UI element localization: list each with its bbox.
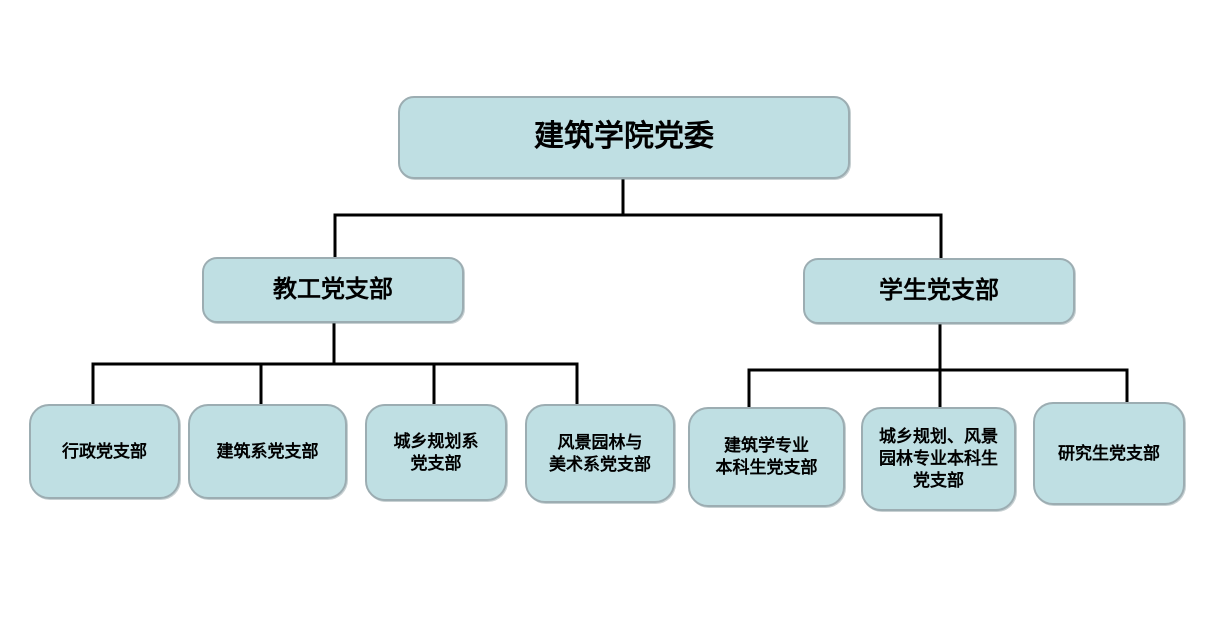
org-node-graduate-branch: 研究生党支部 — [1033, 402, 1185, 505]
node-label: 学生党支部 — [879, 276, 999, 304]
node-label: 城乡规划系 党支部 — [393, 431, 479, 473]
org-node-urban-planning-dept-branch: 城乡规划系 党支部 — [365, 404, 507, 501]
node-label: 教工党支部 — [273, 275, 393, 303]
org-node-student-branch: 学生党支部 — [803, 258, 1075, 324]
node-label: 建筑学专业 本科生党支部 — [715, 436, 818, 477]
org-node-planning-landscape-undergrad-branch: 城乡规划、风景 园林专业本科生 党支部 — [861, 407, 1016, 511]
node-label: 行政党支部 — [62, 441, 147, 461]
node-label: 建筑系党支部 — [216, 441, 319, 461]
node-label: 风景园林与 美术系党支部 — [549, 432, 651, 474]
org-node-landscape-art-dept-branch: 风景园林与 美术系党支部 — [525, 404, 675, 503]
node-label: 城乡规划、风景 园林专业本科生 党支部 — [879, 427, 998, 490]
node-label: 研究生党支部 — [1058, 443, 1160, 463]
org-node-architecture-undergrad-branch: 建筑学专业 本科生党支部 — [688, 407, 845, 507]
node-label: 建筑学院党委 — [534, 120, 714, 154]
org-node-architecture-dept-branch: 建筑系党支部 — [188, 404, 347, 499]
org-node-admin-branch: 行政党支部 — [29, 404, 180, 499]
org-node-party-committee: 建筑学院党委 — [398, 96, 850, 179]
org-node-faculty-branch: 教工党支部 — [202, 257, 464, 323]
